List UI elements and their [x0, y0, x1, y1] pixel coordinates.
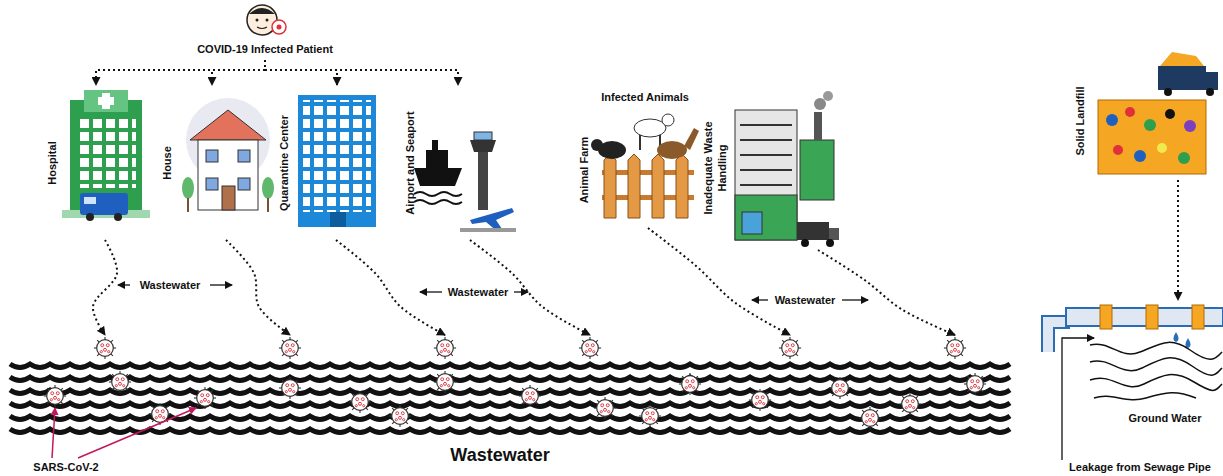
transmission-arrow	[265, 60, 337, 85]
sewage-pipe	[1048, 305, 1223, 352]
rotated-label: House	[160, 146, 174, 180]
transmission-arrow	[1177, 180, 1179, 300]
airport-seaport-icon	[414, 132, 516, 232]
wave-line	[10, 390, 1010, 394]
wave-line	[10, 364, 1010, 368]
landfill-icon	[1098, 52, 1218, 174]
landfill-node: Solid Landfill	[1068, 62, 1220, 180]
rotated-label: Inadequate Waste Handling	[701, 109, 729, 227]
wastewater-flow-label: Wastewater	[772, 294, 839, 307]
virus-icon	[389, 405, 411, 427]
airport-seaport-node: Airport and Seaport	[398, 85, 518, 240]
wastewater-flow-label: Wastewater	[137, 279, 204, 292]
ground-water-contours	[1090, 342, 1222, 399]
virus-icon	[779, 337, 801, 359]
node-label: COVID-19 Infected Patient	[197, 42, 333, 56]
rotated-label: Animal Farm	[577, 137, 591, 204]
virus-icon	[94, 337, 116, 359]
virus-icon	[639, 405, 661, 427]
wastewater-flow-arrow	[226, 240, 290, 335]
virus-icons	[44, 337, 986, 429]
wastewater-waves	[10, 364, 1010, 433]
node-label: Ground Water	[1125, 411, 1206, 425]
wastewater-arrows	[118, 285, 868, 300]
leakage-pointer	[1062, 338, 1094, 460]
wastewater-flow-arrow	[336, 240, 445, 335]
virus-icon	[964, 373, 986, 395]
hospital-node: Hospital	[40, 85, 152, 240]
virus-icon	[679, 373, 701, 395]
wave-line	[10, 429, 1010, 433]
node-label: Wastewater	[446, 445, 553, 466]
virus-pointers	[52, 408, 196, 458]
wastewater-flow-arrow	[93, 240, 117, 335]
house-icon	[182, 98, 274, 212]
virus-icon	[109, 371, 131, 393]
transmission-arrow	[96, 60, 265, 85]
ground-water-node: Ground Water	[1040, 300, 1223, 448]
wastewater-flow-arrow	[648, 228, 790, 335]
patient-icon	[247, 5, 286, 35]
virus-icon	[279, 337, 301, 359]
virus-icon	[349, 391, 371, 413]
virus-icon	[594, 397, 616, 419]
rotated-label: Solid Landfill	[1073, 86, 1087, 155]
virus-icon	[579, 337, 601, 359]
transmission-arrow	[265, 60, 458, 85]
virus-icon	[899, 393, 921, 415]
quarantine-building-icon	[298, 95, 376, 227]
rotated-label: Hospital	[45, 141, 59, 184]
quarantine-node: Quarantine Center	[274, 85, 382, 240]
wave-line	[10, 377, 1010, 381]
patient-node: COVID-19 Infected Patient	[185, 2, 345, 60]
waste-facility-icon	[735, 91, 839, 247]
virus-icon	[434, 337, 456, 359]
virus-icon	[149, 403, 171, 425]
virus-icon	[859, 407, 881, 429]
virus-icon	[44, 385, 66, 407]
virus-icon	[519, 385, 541, 407]
transmission-arrow	[212, 60, 265, 85]
rotated-label: Airport and Seaport	[403, 111, 417, 214]
rotated-label: Quarantine Center	[277, 115, 291, 211]
node-label: Infected Animals	[601, 90, 689, 104]
virus-icon	[279, 377, 301, 399]
virus-label: SARS-CoV-2	[30, 461, 101, 474]
wastewater-band: Wastewater	[0, 335, 1010, 468]
animal-farm-icon	[591, 114, 699, 218]
virus-icon	[749, 389, 771, 411]
hospital-icon	[62, 90, 150, 221]
virus-icon	[194, 387, 216, 409]
virus-icon	[434, 371, 456, 393]
virus-icon	[944, 337, 966, 359]
house-node: House	[155, 85, 272, 240]
wastewater-flow-arrow	[818, 250, 955, 335]
virus-icon	[829, 377, 851, 399]
wastewater-flow-label: Wastewater	[445, 286, 512, 299]
animal-farm-node: Animal Farm Infected Animals	[572, 88, 702, 228]
leakage-label: Leakage from Sewage Pipe	[1066, 461, 1214, 474]
waste-handling-node: Inadequate Waste Handling	[700, 88, 842, 250]
